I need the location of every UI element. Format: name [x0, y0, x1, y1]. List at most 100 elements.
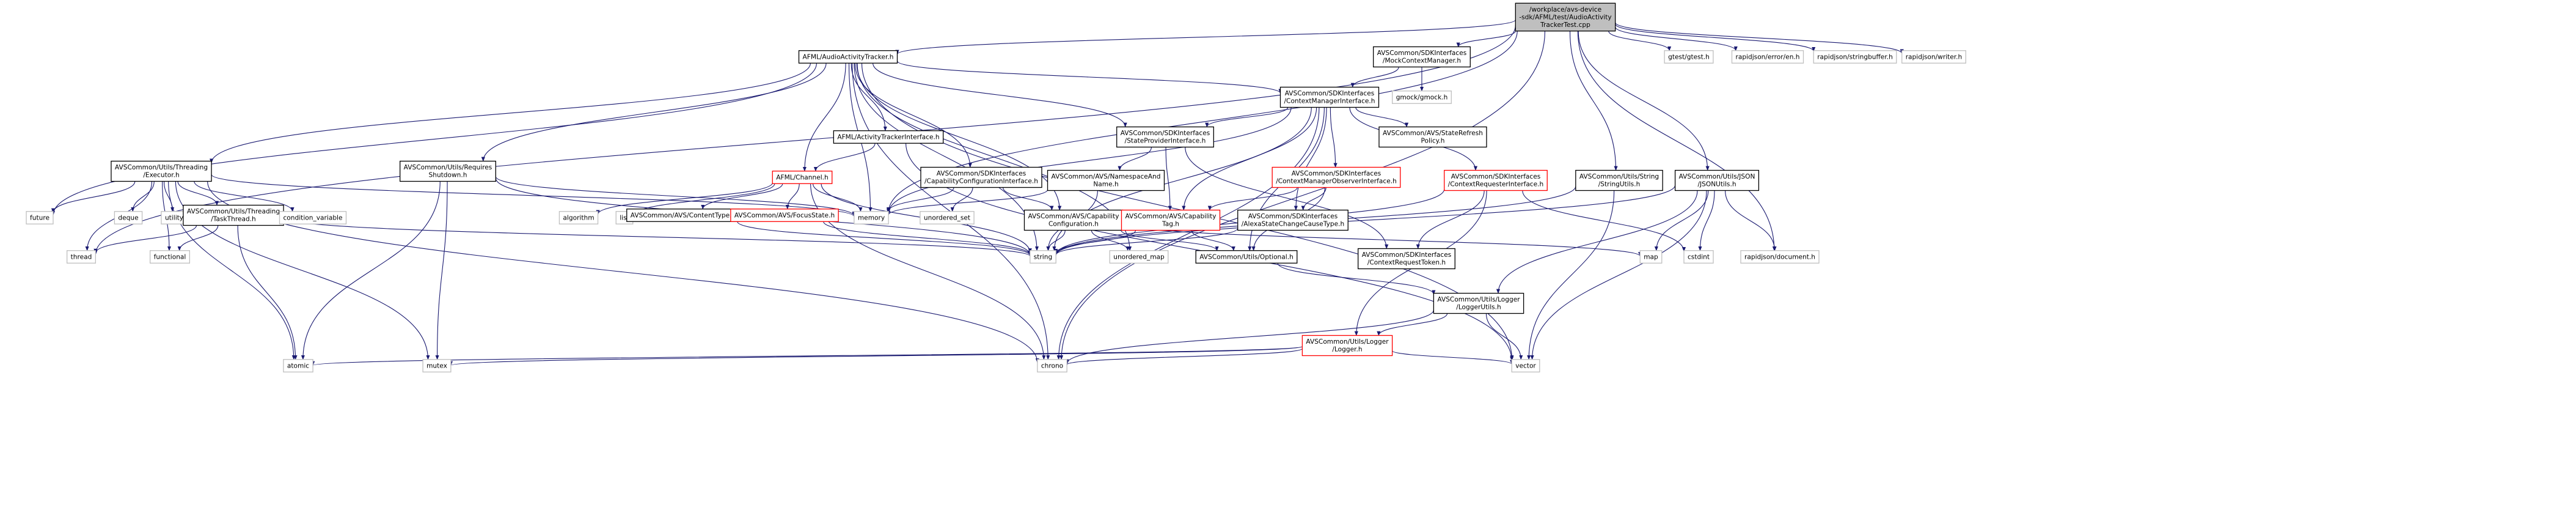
edge-tt-to-atomic: [237, 225, 298, 360]
node-fs[interactable]: AVSCommon/AVS/FocusState.h: [730, 209, 839, 222]
node-box-chan: [772, 171, 833, 184]
node-logger[interactable]: AVSCommon/Utils/Logger/Logger.h: [1301, 335, 1393, 357]
node-ascct[interactable]: AVSCommon/SDKInterfaces/AlexaStateChange…: [1237, 209, 1348, 231]
node-label-lu-line-0: AVSCommon/Utils/Logger: [1437, 296, 1520, 303]
node-rjw[interactable]: rapidjson/writer.h: [1901, 50, 1966, 64]
node-atomic[interactable]: atomic: [283, 359, 313, 372]
edge-root-to-strutil: [1569, 31, 1618, 171]
node-cv[interactable]: condition_variable: [279, 211, 347, 224]
node-tt[interactable]: AVSCommon/Utils/Threading/TaskThread.h: [183, 204, 284, 226]
edge-exec-to-deque: [131, 181, 155, 212]
edge-nsan-to-memory: [887, 189, 1048, 216]
node-box-ati: [833, 130, 944, 144]
node-label-logger-line-1: /Logger.h: [1332, 346, 1362, 353]
node-label-exec-line-0: AVSCommon/Utils/Threading: [115, 164, 208, 171]
node-label-thread-line-0: thread: [71, 253, 92, 261]
edge-cmi-to-spi: [1205, 107, 1289, 128]
edge-cmoi-to-ascct: [1301, 187, 1326, 211]
node-strutil[interactable]: AVSCommon/Utils/String/StringUtils.h: [1575, 169, 1663, 191]
node-string[interactable]: string: [1030, 250, 1056, 264]
node-box-crt: [1358, 248, 1455, 270]
node-label-umap-line-0: unordered_map: [1113, 253, 1165, 261]
node-box-captag: [1121, 209, 1221, 231]
node-cmi[interactable]: AVSCommon/SDKInterfaces/ContextManagerIn…: [1279, 86, 1380, 108]
node-box-logger: [1301, 335, 1393, 357]
edge-optional-to-lu: [1277, 263, 1436, 295]
node-json[interactable]: AVSCommon/Utils/JSON/JSONUtils.h: [1674, 169, 1760, 191]
node-ccci[interactable]: AVSCommon/SDKInterfaces/CapabilityConfig…: [920, 166, 1042, 188]
node-label-ct-line-0: AVSCommon/AVS/ContentType.h: [631, 212, 736, 219]
node-label-chrono-line-0: chrono: [1041, 362, 1063, 369]
node-box-cstdint: [1683, 250, 1714, 264]
node-chan[interactable]: AFML/Channel.h: [772, 171, 833, 184]
node-memory[interactable]: memory: [854, 211, 889, 224]
node-utility[interactable]: utility: [161, 211, 188, 224]
node-box-rsd: [400, 160, 496, 182]
node-crt[interactable]: AVSCommon/SDKInterfaces/ContextRequestTo…: [1358, 248, 1455, 270]
node-rjsb[interactable]: rapidjson/stringbuffer.h: [1813, 50, 1897, 64]
node-box-cmi: [1279, 86, 1380, 108]
node-spi[interactable]: AVSCommon/SDKInterfaces/StateProviderInt…: [1116, 126, 1214, 148]
edge-spi-to-captag: [1165, 147, 1172, 211]
node-future[interactable]: future: [26, 211, 54, 224]
node-aat[interactable]: AFML/AudioActivityTracker.h: [798, 50, 898, 64]
node-mutex[interactable]: mutex: [422, 359, 452, 372]
edge-capcfg-to-string: [1046, 230, 1066, 251]
node-box-rjdoc: [1740, 250, 1820, 264]
edge-cmi-to-srp: [1355, 107, 1409, 128]
node-cstdint[interactable]: cstdint: [1683, 250, 1714, 264]
node-ati[interactable]: AFML/ActivityTrackerInterface.h: [833, 130, 944, 144]
node-label-srp-line-0: AVSCommon/AVS/StateRefresh: [1383, 130, 1483, 137]
node-rjerr[interactable]: rapidjson/error/en.h: [1731, 50, 1804, 64]
node-exec[interactable]: AVSCommon/Utils/Threading/Executor.h: [111, 160, 212, 182]
node-cmoi[interactable]: AVSCommon/SDKInterfaces/ContextManagerOb…: [1272, 166, 1401, 188]
node-box-json: [1674, 169, 1760, 191]
node-label-mcm-line-1: /MockContextManager.h: [1383, 57, 1461, 65]
node-capcfg[interactable]: AVSCommon/AVS/CapabilityConfiguration.h: [1023, 209, 1124, 231]
edge-exec-to-future: [51, 181, 136, 213]
node-label-mcm-line-0: AVSCommon/SDKInterfaces: [1377, 50, 1467, 57]
node-label-gtest-line-0: gtest/gtest.h: [1668, 53, 1710, 61]
edge-aat-to-chan: [802, 63, 846, 172]
node-label-exec-line-1: /Executor.h: [143, 172, 179, 179]
node-map[interactable]: map: [1639, 250, 1663, 264]
node-box-umap: [1109, 250, 1169, 264]
edge-root-to-mcm: [1456, 31, 1516, 48]
edge-ct-to-string: [737, 221, 1032, 256]
edge-rsd-to-memory: [495, 176, 856, 216]
node-cri[interactable]: AVSCommon/SDKInterfaces/ContextRequester…: [1444, 169, 1548, 191]
edge-chan-to-fs: [785, 183, 800, 210]
node-thread[interactable]: thread: [66, 250, 97, 264]
edge-fs-to-string: [823, 221, 1032, 256]
node-rjdoc[interactable]: rapidjson/document.h: [1740, 250, 1820, 264]
node-ct[interactable]: AVSCommon/AVS/ContentType.h: [626, 209, 740, 222]
node-umap[interactable]: unordered_map: [1109, 250, 1169, 264]
node-gtest[interactable]: gtest/gtest.h: [1664, 50, 1714, 64]
edge-json-to-cstdint: [1698, 190, 1715, 251]
node-optional[interactable]: AVSCommon/Utils/Optional.h: [1195, 250, 1298, 264]
node-mcm[interactable]: AVSCommon/SDKInterfaces/MockContextManag…: [1373, 46, 1471, 68]
node-uset[interactable]: unordered_set: [920, 211, 975, 224]
node-box-cmoi: [1272, 166, 1401, 188]
node-label-srp-line-1: Policy.h: [1421, 138, 1444, 145]
node-lu[interactable]: AVSCommon/Utils/Logger/LoggerUtils.h: [1433, 292, 1524, 314]
node-gmock[interactable]: gmock/gmock.h: [1392, 91, 1452, 104]
node-box-mcm: [1373, 46, 1471, 68]
node-label-gmock-line-0: gmock/gmock.h: [1396, 94, 1448, 101]
node-box-cv: [279, 211, 347, 224]
node-algorithm[interactable]: algorithm: [558, 211, 599, 224]
node-deque[interactable]: deque: [114, 211, 143, 224]
node-label-mutex-line-0: mutex: [426, 362, 447, 369]
edge-rsd-to-mutex: [435, 181, 448, 360]
edge-ccci-to-memory: [886, 187, 954, 212]
node-functional[interactable]: functional: [149, 250, 191, 264]
node-chrono[interactable]: chrono: [1037, 359, 1067, 372]
node-vector[interactable]: vector: [1511, 359, 1540, 372]
node-label-logger-line-0: AVSCommon/Utils/Logger: [1306, 338, 1389, 346]
edge-strutil-to-vector: [1527, 190, 1615, 360]
